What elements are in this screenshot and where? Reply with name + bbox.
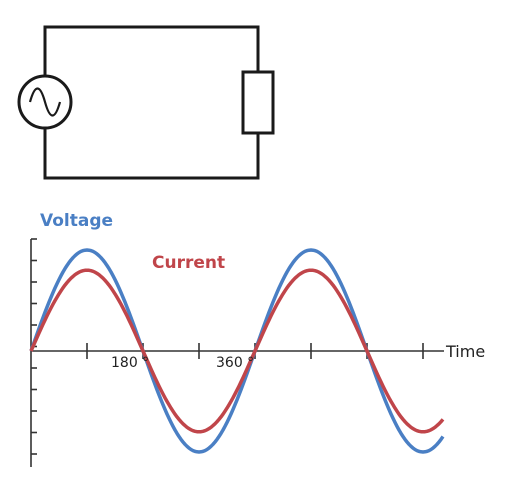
waveform-graph: Voltage Current 180 ° 360 ° Time <box>29 211 485 467</box>
circuit <box>17 25 275 180</box>
ac-source-icon <box>17 74 73 130</box>
circuit-wire <box>43 25 260 77</box>
x-axis-label: Time <box>445 342 485 361</box>
tick-label-360: 360 ° <box>216 355 254 371</box>
circuit-wire <box>43 127 260 180</box>
resistor-icon <box>241 70 275 135</box>
voltage-label: Voltage <box>40 211 113 231</box>
current-label: Current <box>152 253 225 273</box>
tick-label-180: 180 ° <box>111 355 149 371</box>
current-curve <box>29 268 445 434</box>
